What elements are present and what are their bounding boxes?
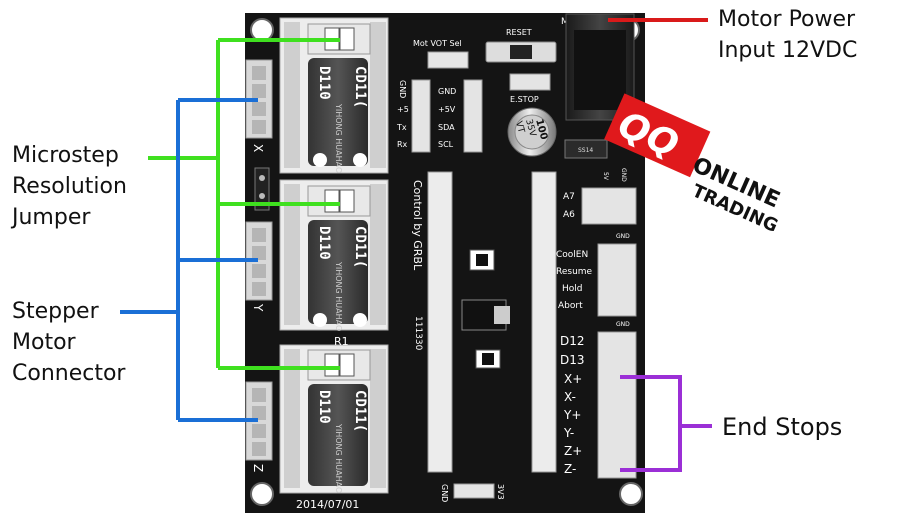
- top-5v-label: 5V: [602, 172, 609, 181]
- driver-x-label-2: CD11(: [352, 66, 368, 108]
- driver-z-label-2: CD11(: [352, 390, 368, 432]
- coolen-label: CoolEN: [556, 250, 588, 260]
- uart-gnd: GND: [398, 80, 407, 98]
- control-by-grbl: Control by GRBL: [411, 180, 424, 271]
- y-plus-label: Y+: [563, 408, 581, 422]
- microstep-line-2: Resolution: [12, 171, 127, 202]
- gnd-label-3: GND: [616, 321, 630, 328]
- mount-hole: [251, 19, 273, 41]
- gnd-label-2: GND: [616, 233, 630, 240]
- driver-z-sub: YIHONG HUAHAO: [334, 423, 343, 493]
- mount-hole: [620, 483, 642, 505]
- hold-label: Hold: [562, 284, 583, 294]
- electrolytic-capacitor: 100 35V VT: [508, 108, 556, 156]
- y-minus-label: Y-: [563, 426, 574, 440]
- uart-tx: Tx: [396, 123, 407, 132]
- microstep-callout: Microstep Resolution Jumper: [12, 140, 127, 233]
- i2c-scl: SCL: [438, 140, 454, 149]
- mount-hole: [251, 483, 273, 505]
- driver-y-label-1: D110: [316, 226, 332, 260]
- estop-header: [510, 74, 550, 90]
- board-code: 111330: [413, 316, 423, 351]
- stepper-pointer: [120, 100, 258, 420]
- abort-label: Abort: [558, 301, 583, 311]
- d13-label: D13: [560, 353, 585, 367]
- z-plus-label: Z+: [564, 444, 582, 458]
- driver-y-label-2: CD11(: [352, 226, 368, 268]
- mot-vot-sel-header: [428, 52, 468, 68]
- x-minus-label: X-: [564, 390, 576, 404]
- uart-5v: +5: [397, 105, 409, 114]
- v33-label: 3V3: [496, 484, 505, 500]
- bottom-power-header: [454, 484, 494, 498]
- i2c-5v: +5V: [438, 105, 456, 114]
- d12-label: D12: [560, 334, 585, 348]
- endstops-callout: End Stops: [722, 412, 842, 443]
- microstep-line-1: Microstep: [12, 140, 127, 171]
- estop-label: E.STOP: [510, 95, 539, 104]
- uart-rx: Rx: [397, 140, 408, 149]
- resume-label: Resume: [556, 267, 593, 277]
- control-header: [598, 244, 636, 316]
- uart-header: [412, 80, 430, 152]
- stepper-line-3: Connector: [12, 358, 125, 389]
- reset-label: RESET: [506, 28, 532, 37]
- axis-label-z: Z: [251, 464, 265, 472]
- date-label: 2014/07/01: [296, 498, 359, 511]
- r1-label: R1: [334, 335, 349, 348]
- motor-power-line-1: Motor Power: [718, 4, 857, 35]
- ss14-label: SS14: [578, 147, 593, 154]
- axis-label-x: X: [251, 144, 265, 152]
- stepper-line-2: Motor: [12, 327, 125, 358]
- z-minus-label: Z-: [564, 462, 576, 476]
- top-gnd-label: GND: [620, 168, 627, 182]
- endstop-header: [598, 332, 636, 478]
- gnd-bottom-label: GND: [440, 484, 449, 502]
- driver-x-sub: YIHONG HUAHAO: [334, 103, 343, 173]
- i2c-gnd: GND: [438, 87, 456, 96]
- motor-power-line-2: Input 12VDC: [718, 35, 857, 66]
- i2c-sda: SDA: [438, 123, 455, 132]
- axis-label-y: Y: [251, 303, 265, 312]
- stepper-callout: Stepper Motor Connector: [12, 296, 125, 389]
- driver-x-label-1: D110: [316, 66, 332, 100]
- stepper-line-1: Stepper: [12, 296, 125, 327]
- mot-vot-sel-label: Mot VOT Sel: [413, 39, 462, 48]
- microstep-line-3: Jumper: [12, 202, 127, 233]
- analog-header: [582, 188, 636, 224]
- x-plus-label: X+: [564, 372, 582, 386]
- i2c-header: [464, 80, 482, 152]
- motor-power-callout: Motor Power Input 12VDC: [718, 4, 857, 66]
- a6-label: A6: [563, 210, 575, 220]
- a7-label: A7: [563, 192, 575, 202]
- driver-y-sub: YIHONG HUAHAO: [334, 261, 343, 331]
- driver-z-label-1: D110: [316, 390, 332, 424]
